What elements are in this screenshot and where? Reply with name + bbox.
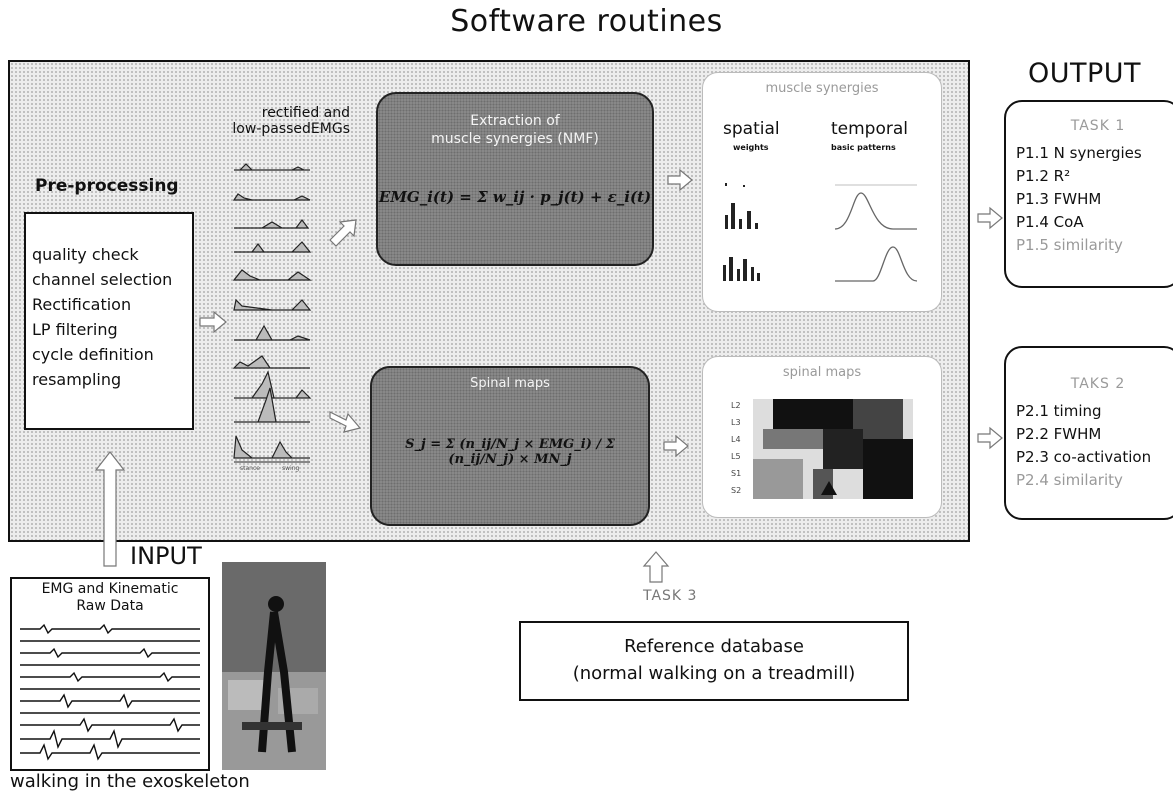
raw-data-box: EMG and Kinematic Raw Data: [10, 577, 210, 771]
segment-label: L3: [731, 418, 741, 427]
task2-item: P2.3 co-activation: [1016, 448, 1152, 466]
synergies-panel-title: muscle synergies: [765, 81, 879, 96]
reference-line2: (normal walking on a treadmill): [572, 663, 856, 684]
preprocessing-item: LP filtering: [32, 320, 118, 339]
preprocessing-box: quality check channel selection Rectific…: [24, 212, 194, 430]
spinal-title: Spinal maps: [470, 376, 550, 391]
emg-axis-left: stance: [240, 465, 260, 472]
segment-label: L4: [731, 435, 741, 444]
muscle-synergies-panel: muscle synergies spatial weights tempora…: [702, 72, 942, 312]
segment-label: S2: [731, 486, 742, 495]
emg-label-line1: rectified and: [261, 105, 350, 121]
input-caption: walking in the exoskeleton: [10, 771, 250, 792]
nmf-title-line2: muscle synergies (NMF): [431, 131, 599, 147]
raw-signal-traces: [20, 623, 200, 761]
reference-line1: Reference database: [624, 636, 804, 657]
task1-item: P1.2 R²: [1016, 167, 1071, 185]
task3-label: TASK 3: [643, 588, 698, 604]
raw-data-line2: Raw Data: [76, 598, 144, 614]
emg-column-label: rectified and low-passedEMGs: [200, 105, 350, 137]
task2-item: P2.2 FWHM: [1016, 425, 1102, 443]
arrow-up-right: [329, 219, 357, 247]
spinal-heatmap: [753, 399, 913, 499]
preprocessing-title: Pre-processing: [35, 176, 179, 196]
preprocessing-item: cycle definition: [32, 345, 154, 364]
task2-item: P2.1 timing: [1016, 402, 1102, 420]
preprocessing-item: Rectification: [32, 295, 132, 314]
arrow-down-right: [329, 411, 362, 433]
preprocessing-item: channel selection: [32, 270, 173, 289]
task1-box: TASK 1 P1.1 N synergies P1.2 R² P1.3 FWH…: [1004, 100, 1173, 288]
task1-item: P1.4 CoA: [1016, 213, 1084, 231]
spatial-sublabel: weights: [733, 143, 769, 152]
temporal-label: temporal: [831, 119, 909, 139]
output-title: OUTPUT: [1028, 58, 1142, 89]
emg-label-line2: low-passedEMGs: [232, 121, 350, 137]
task2-box: TAKS 2 P2.1 timing P2.2 FWHM P2.3 co-act…: [1004, 346, 1173, 520]
task1-item: P1.1 N synergies: [1016, 144, 1142, 162]
preprocessing-item: resampling: [32, 370, 122, 389]
synergy-graphics: [723, 183, 918, 282]
emg-axis-right: swing: [282, 465, 300, 472]
segment-label: S1: [731, 469, 742, 478]
temporal-sublabel: basic patterns: [831, 143, 896, 152]
spatial-label: spatial: [723, 119, 780, 139]
task1-item: P1.3 FWHM: [1016, 190, 1102, 208]
spinal-maps-panel: spinal maps L2 L3 L4 L5 S1 S2: [702, 356, 942, 518]
nmf-formula: EMG_i(t) = Σ w_ij · p_j(t) + ε_i(t): [378, 188, 652, 206]
task2-item: P2.4 similarity: [1016, 471, 1123, 489]
exoskeleton-photo: [222, 562, 326, 770]
task1-title: TASK 1: [1070, 118, 1126, 134]
task1-item: P1.5 similarity: [1016, 236, 1123, 254]
input-title: INPUT: [130, 542, 202, 570]
nmf-title-line1: Extraction of: [470, 113, 560, 129]
emg-traces: stance swing: [232, 163, 312, 472]
raw-data-line1: EMG and Kinematic: [41, 581, 179, 597]
reference-database-box: Reference database (normal walking on a …: [519, 621, 909, 701]
preprocessing-item: quality check: [32, 245, 139, 264]
task2-title: TAKS 2: [1070, 376, 1126, 392]
spinal-formula-box: Spinal maps S_j = Σ (n_ij/N_j × EMG_i) /…: [370, 366, 650, 526]
nmf-formula-box: Extraction of muscle synergies (NMF) EMG…: [376, 92, 654, 266]
segment-label: L5: [731, 452, 741, 461]
spinal-maps-title: spinal maps: [782, 365, 862, 380]
segment-label: L2: [731, 401, 741, 410]
diagram-title: Software routines: [450, 4, 723, 39]
spinal-formula: S_j = Σ (n_ij/N_j × EMG_i) / Σ (n_ij/N_j…: [405, 437, 615, 467]
